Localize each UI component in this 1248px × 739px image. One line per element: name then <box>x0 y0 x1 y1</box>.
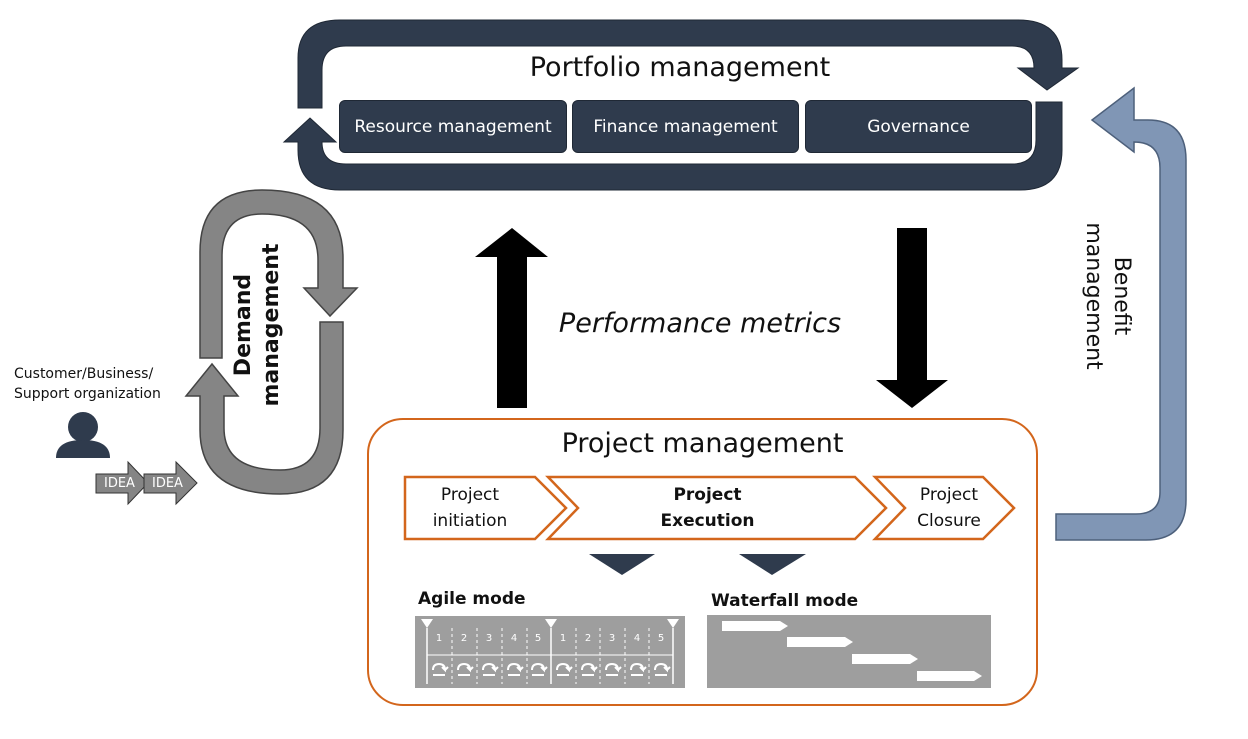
demand-line2: management <box>259 243 284 407</box>
idea-arrow-1 <box>95 460 149 506</box>
sprint-number: 5 <box>657 633 665 644</box>
demand-loop-lower-arrow <box>184 321 344 495</box>
sprint-number: 3 <box>608 633 616 644</box>
waterfall-graphic <box>707 615 991 688</box>
finance-management-box: Finance management <box>572 100 799 153</box>
down-arrow <box>876 228 948 408</box>
sprint-number: 2 <box>460 633 468 644</box>
project-initiation-label: Project initiation <box>405 482 535 534</box>
execution-line2: Execution <box>660 511 755 531</box>
demand-loop-upper-arrow <box>199 189 359 359</box>
benefit-line2: management <box>1081 222 1106 370</box>
idea-arrow-2 <box>143 460 198 506</box>
agile-triangle <box>589 554 655 575</box>
closure-line1: Project <box>919 485 979 505</box>
project-management-title: Project management <box>561 428 844 459</box>
initiation-chevron <box>403 475 568 541</box>
idea-label-1: IDEA <box>104 476 135 491</box>
sprint-number: 2 <box>584 633 592 644</box>
project-execution-label: Project Execution <box>600 482 815 534</box>
person-icon <box>56 412 110 458</box>
waterfall-triangle <box>739 554 806 575</box>
sprint-number: 3 <box>485 633 493 644</box>
portfolio-title: Portfolio management <box>529 52 831 83</box>
resource-management-box: Resource management <box>339 100 567 153</box>
benefit-line1: Benefit <box>1109 256 1134 336</box>
performance-metrics-label: Performance metrics <box>558 308 842 339</box>
execution-chevron <box>545 475 888 541</box>
customer-line2: Support organization <box>14 386 161 402</box>
sprint-number: 1 <box>435 633 443 644</box>
governance-box: Governance <box>805 100 1032 153</box>
project-closure-label: Project Closure <box>900 482 998 534</box>
sprint-number: 4 <box>510 633 518 644</box>
initiation-line2: initiation <box>432 511 508 531</box>
sprint-number: 1 <box>559 633 567 644</box>
initiation-line1: Project <box>440 485 500 505</box>
portfolio-loop-arrow-lower <box>282 101 1063 191</box>
sprint-number: 5 <box>534 633 542 644</box>
demand-line1: Demand <box>231 273 256 377</box>
benefit-arrow <box>1055 86 1187 541</box>
closure-line2: Closure <box>917 511 981 531</box>
sprint-number: 4 <box>633 633 641 644</box>
closure-chevron <box>872 475 1016 541</box>
agile-mode-label: Agile mode <box>418 589 526 609</box>
execution-line1: Project <box>673 485 742 505</box>
idea-label-2: IDEA <box>152 476 183 491</box>
portfolio-loop-arrow <box>297 19 1080 109</box>
waterfall-mode-label: Waterfall mode <box>711 591 859 611</box>
up-arrow <box>475 228 548 408</box>
customer-line1: Customer/Business/ <box>14 366 154 382</box>
customer-label: Customer/Business/ Support organization <box>14 364 194 404</box>
agile-sprint-graphic <box>415 616 685 688</box>
project-management-frame <box>367 418 1038 706</box>
